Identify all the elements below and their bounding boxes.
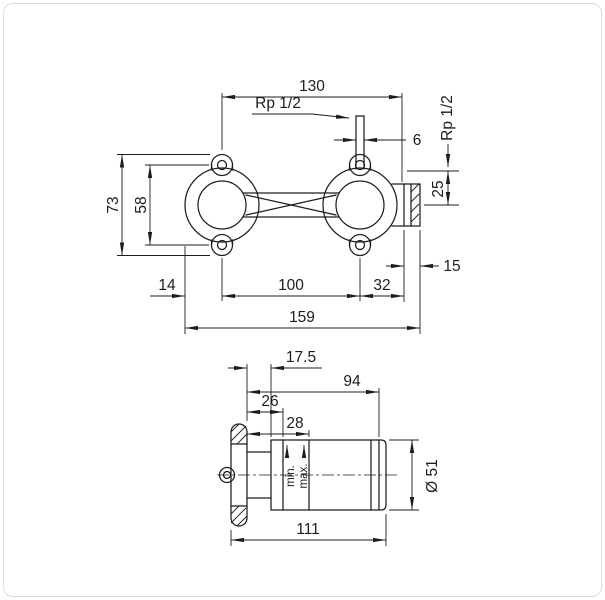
max-label: max.	[298, 464, 310, 489]
front-dimensions: 130 Rp 1/2 6 Rp 1/2 25	[105, 78, 461, 334]
dim-51-label: Ø 51	[424, 459, 441, 493]
dim-111-label: 111	[296, 521, 320, 538]
side-dimensions: 17.5 94 26 28	[228, 349, 441, 546]
thread-top-label: Rp 1/2	[255, 95, 301, 112]
dim-159-label: 159	[289, 309, 315, 326]
min-label: min.	[285, 465, 297, 487]
dim-58-label: 58	[133, 196, 150, 213]
dim-100-label: 100	[278, 277, 304, 294]
dim-14-label: 14	[158, 277, 176, 294]
dim-17-5-label: 17.5	[286, 349, 316, 366]
screw-hole-top-left	[210, 153, 234, 177]
screw-hole-bottom-right	[348, 233, 372, 257]
top-port	[355, 115, 365, 170]
dim-6-label: 6	[413, 132, 422, 149]
screw-hole-top-right	[348, 153, 372, 177]
dim-73-label: 73	[105, 196, 122, 213]
dim-26-label: 26	[261, 393, 278, 410]
dim-130-label: 130	[299, 78, 325, 95]
dim-32-label: 32	[373, 277, 390, 294]
connecting-body	[242, 192, 340, 218]
thread-right-label: Rp 1/2	[439, 95, 456, 141]
dim-28-label: 28	[286, 415, 303, 432]
left-flange	[184, 153, 260, 257]
dim-15-label: 15	[443, 258, 460, 275]
screw-hole-bottom-left	[210, 233, 234, 257]
dim-25-label: 25	[430, 180, 447, 197]
right-flange	[322, 153, 398, 257]
outlet-block	[391, 183, 421, 227]
front-view: 130 Rp 1/2 6 Rp 1/2 25	[105, 78, 461, 334]
dim-94-label: 94	[343, 373, 361, 390]
side-view: min. max. 17.5 94 26	[217, 349, 441, 546]
